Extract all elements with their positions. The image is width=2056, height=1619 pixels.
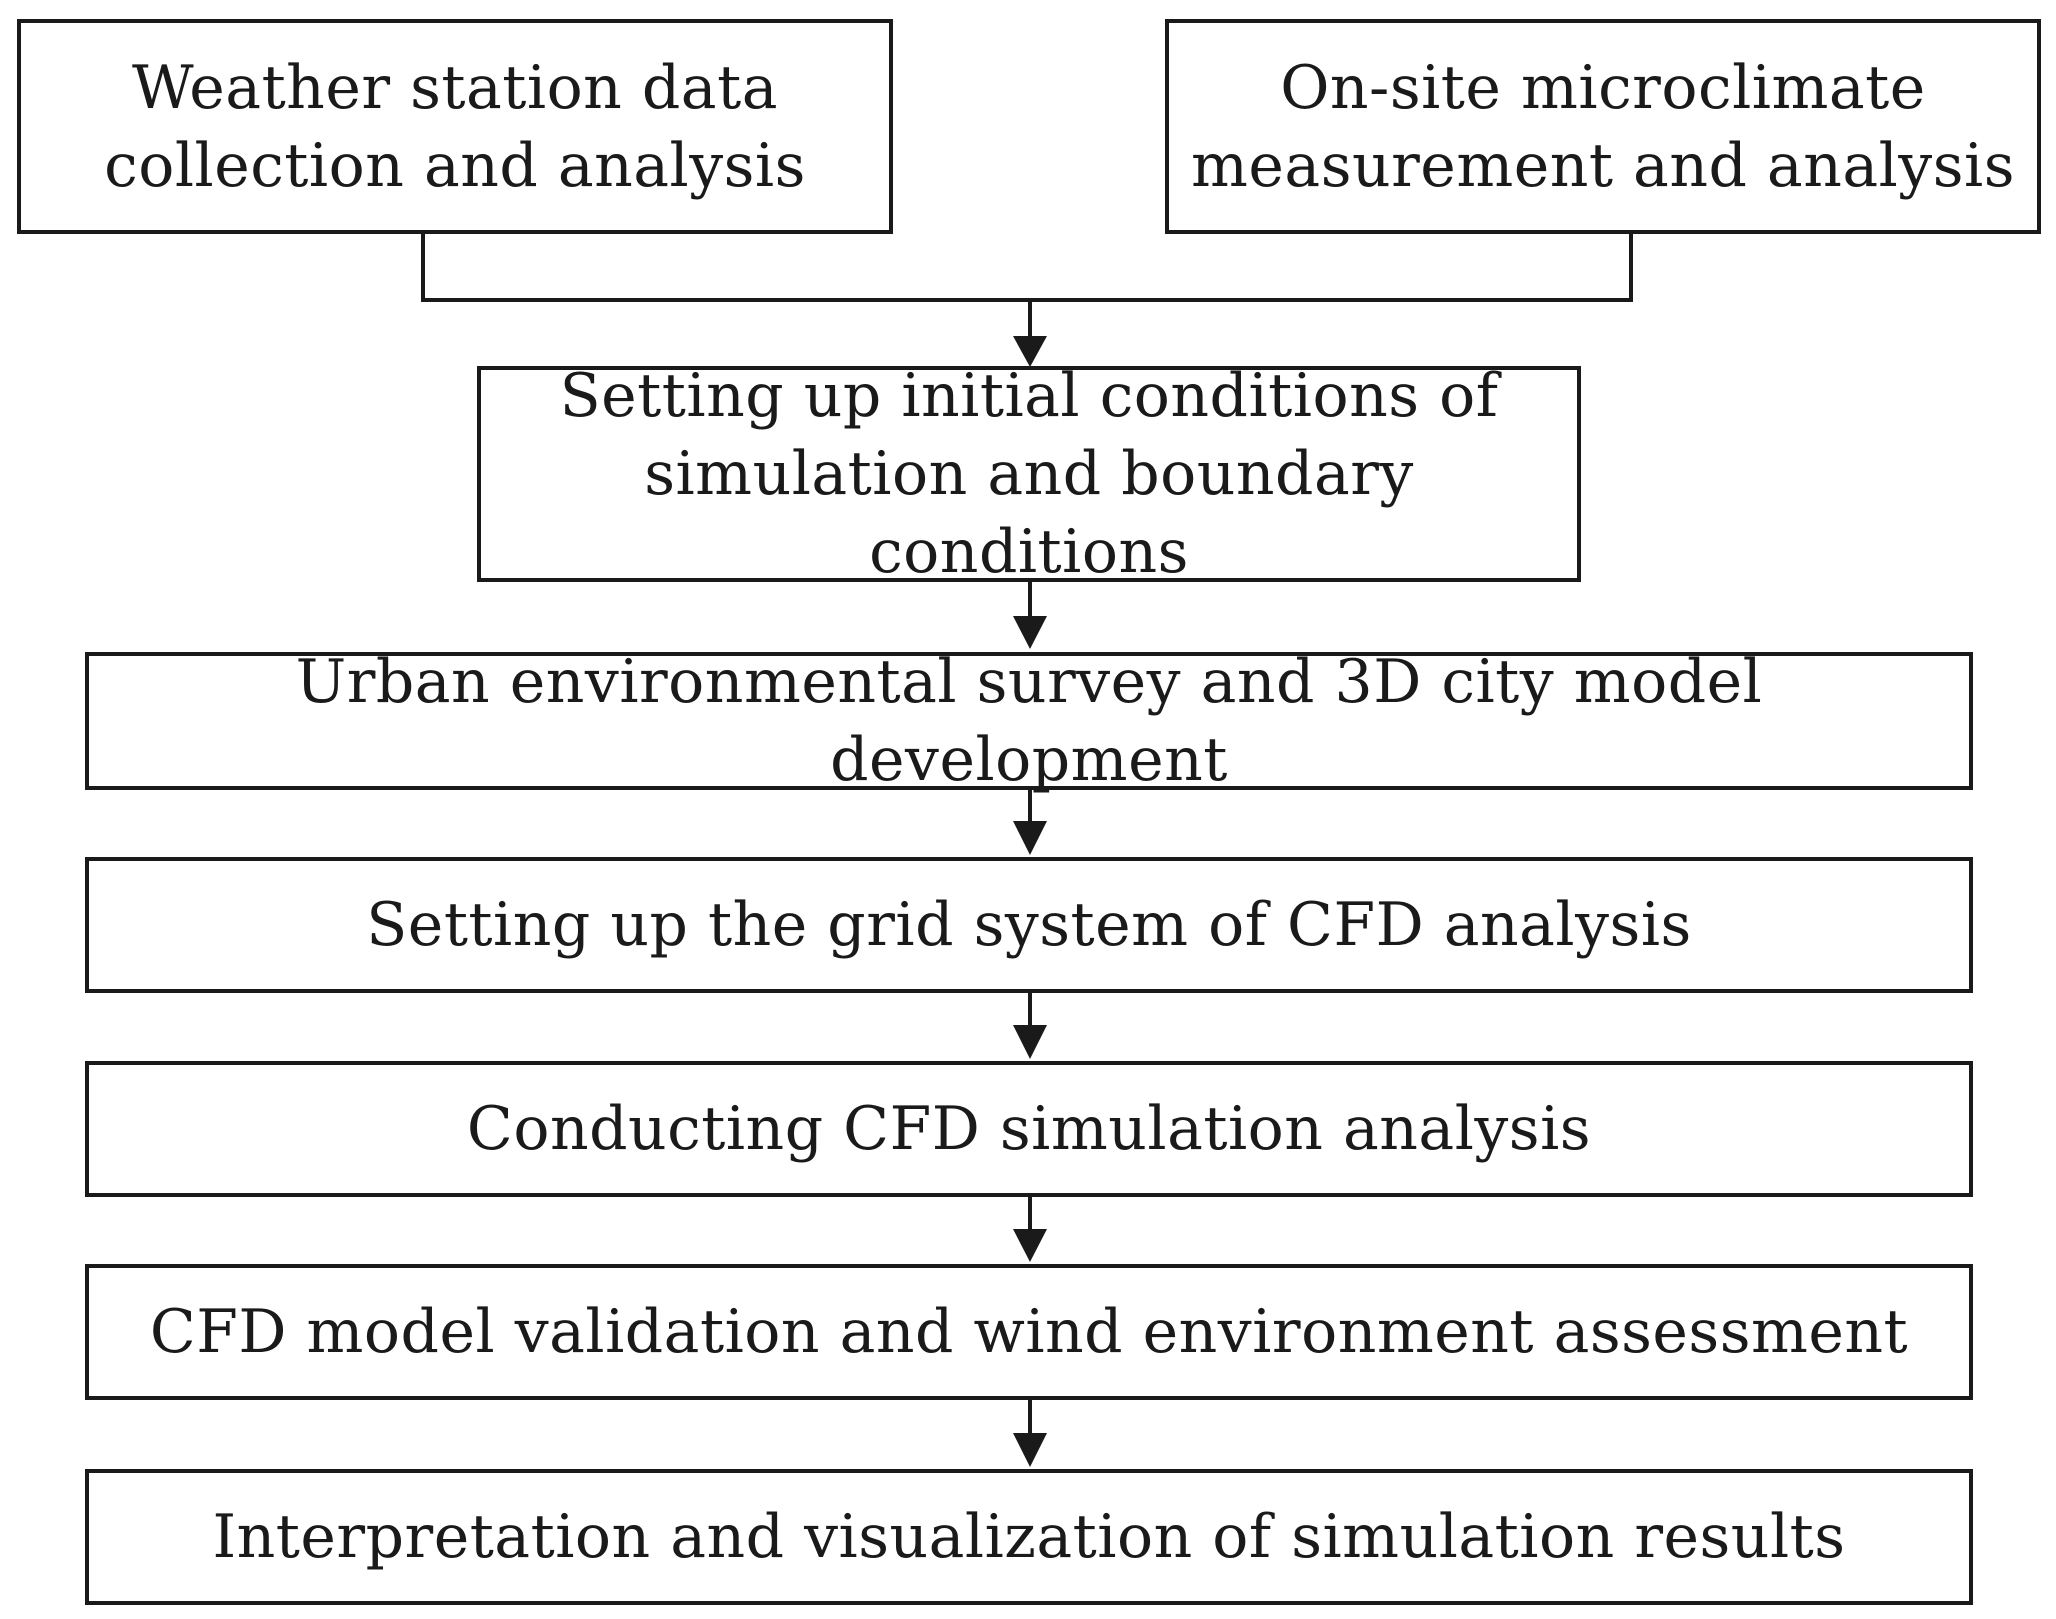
microclimate-label: On-site microclimate measurement and ana… [1191,49,2015,205]
arrow-head-4 [1013,1025,1047,1059]
arrow-head-2 [1013,616,1047,649]
validation-label: CFD model validation and wind environmen… [149,1297,1909,1367]
arrow-head-5 [1013,1229,1047,1262]
results-box: Interpretation and visualization of simu… [85,1469,1973,1605]
weather-station-line2: collection and analysis [104,130,806,201]
microclimate-box: On-site microclimate measurement and ana… [1165,19,2041,234]
grid-system-box: Setting up the grid system of CFD analys… [85,857,1973,993]
arrow-head-3 [1013,821,1047,855]
initial-conditions-line1: Setting up initial conditions of [559,361,1499,431]
microclimate-line2: measurement and analysis [1191,130,2015,201]
initial-conditions-box: Setting up initial conditions of simulat… [477,361,1581,587]
merge-connector [421,232,1633,302]
results-label: Interpretation and visualization of simu… [212,1502,1846,1572]
cfd-simulation-label: Conducting CFD simulation analysis [466,1094,1592,1164]
initial-conditions-label: Setting up initial conditions of simulat… [481,357,1577,591]
weather-station-line1: Weather station data [132,52,778,123]
microclimate-line1: On-site microclimate [1280,52,1926,123]
validation-box: CFD model validation and wind environmen… [85,1264,1973,1400]
weather-station-box: Weather station data collection and anal… [17,19,893,234]
initial-conditions-line2: simulation and boundary conditions [644,439,1414,587]
city-model-label: Urban environmental survey and 3D city m… [295,647,1763,795]
arrow-head-6 [1013,1433,1047,1467]
weather-station-label: Weather station data collection and anal… [104,49,806,205]
city-model-box: Urban environmental survey and 3D city m… [85,647,1973,795]
grid-system-label: Setting up the grid system of CFD analys… [366,890,1692,960]
cfd-simulation-box: Conducting CFD simulation analysis [85,1061,1973,1197]
arrow-head-1 [1013,336,1047,367]
